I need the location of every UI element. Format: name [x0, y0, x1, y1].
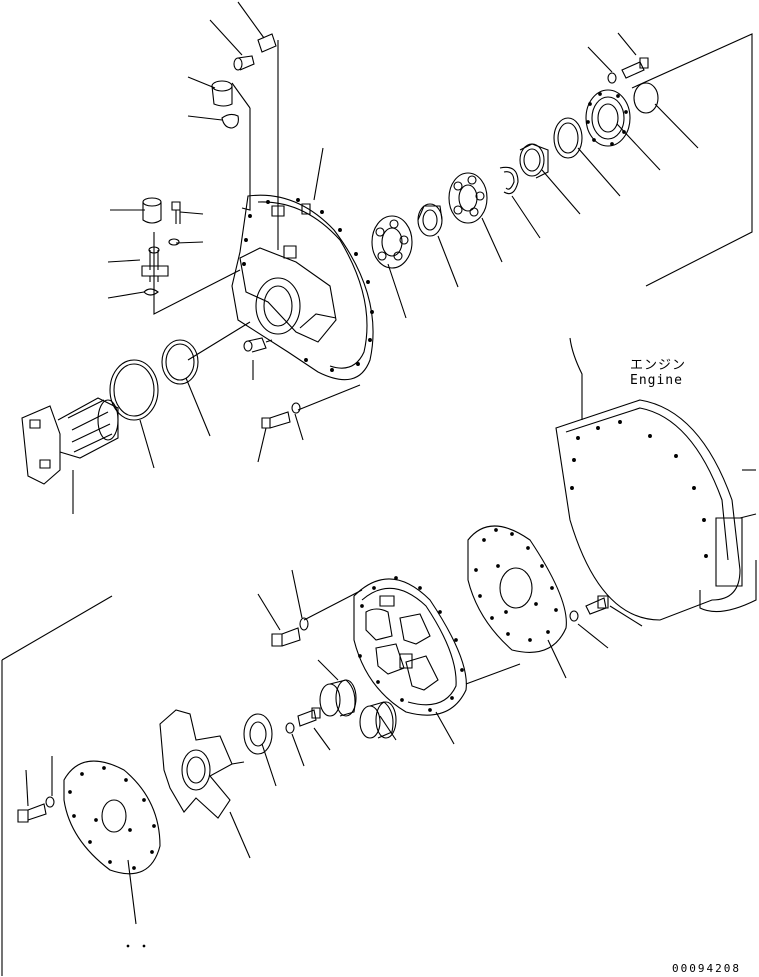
washer-mid	[292, 403, 300, 413]
engine-label-english: Engine	[630, 373, 683, 388]
leader-lines-upper	[73, 2, 698, 514]
damper-block-2	[360, 702, 396, 738]
drawing-number: 00094208	[672, 962, 741, 975]
flywheel-housing	[232, 195, 373, 379]
bolt-far-left	[18, 804, 46, 822]
bottom-dots	[127, 945, 145, 947]
washer-lower-left	[300, 618, 308, 630]
plug-with-flange	[142, 247, 168, 282]
washer-top-right	[608, 73, 616, 83]
bearing-cover	[586, 90, 630, 146]
sensor-plug	[143, 198, 161, 223]
leader-lines-lower	[2, 570, 642, 976]
bearing-race-2	[520, 144, 548, 178]
flex-plate	[468, 526, 566, 652]
washer-right	[570, 611, 578, 621]
bolt-right	[586, 596, 608, 614]
gasket-small-left	[144, 289, 158, 295]
drive-plate	[354, 577, 466, 715]
plug-bolt-top	[234, 56, 254, 70]
spline-hub	[160, 710, 244, 818]
snap-ring	[500, 167, 518, 193]
coupling-disc	[64, 761, 160, 874]
washer-small-left	[169, 239, 179, 245]
bearing-1	[372, 216, 412, 268]
bolt-small-left	[172, 202, 180, 224]
output-shaft-flange	[22, 398, 118, 484]
damper-block-1	[320, 680, 356, 716]
engine-label-japanese: エンジン	[630, 358, 687, 373]
bolt-hub	[298, 708, 320, 726]
bearing-2	[449, 173, 487, 223]
group-brackets	[154, 34, 752, 410]
cover-plate-small	[258, 34, 276, 52]
bolt-top-right	[622, 58, 648, 78]
engine-housing	[556, 338, 756, 620]
o-ring-medium	[162, 340, 198, 384]
bolt-lower-left	[272, 628, 300, 646]
speed-sensor	[244, 338, 272, 352]
washer-hub	[286, 723, 294, 733]
bolt-mid	[262, 412, 290, 428]
oil-seal	[554, 118, 582, 158]
washer-far-left	[46, 797, 54, 807]
hub-plate	[244, 714, 272, 754]
bearing-race-1	[418, 204, 442, 236]
elbow-fitting	[222, 114, 238, 128]
cover-disc	[634, 83, 658, 113]
o-ring-large	[110, 360, 158, 420]
breather-cap	[212, 81, 232, 106]
